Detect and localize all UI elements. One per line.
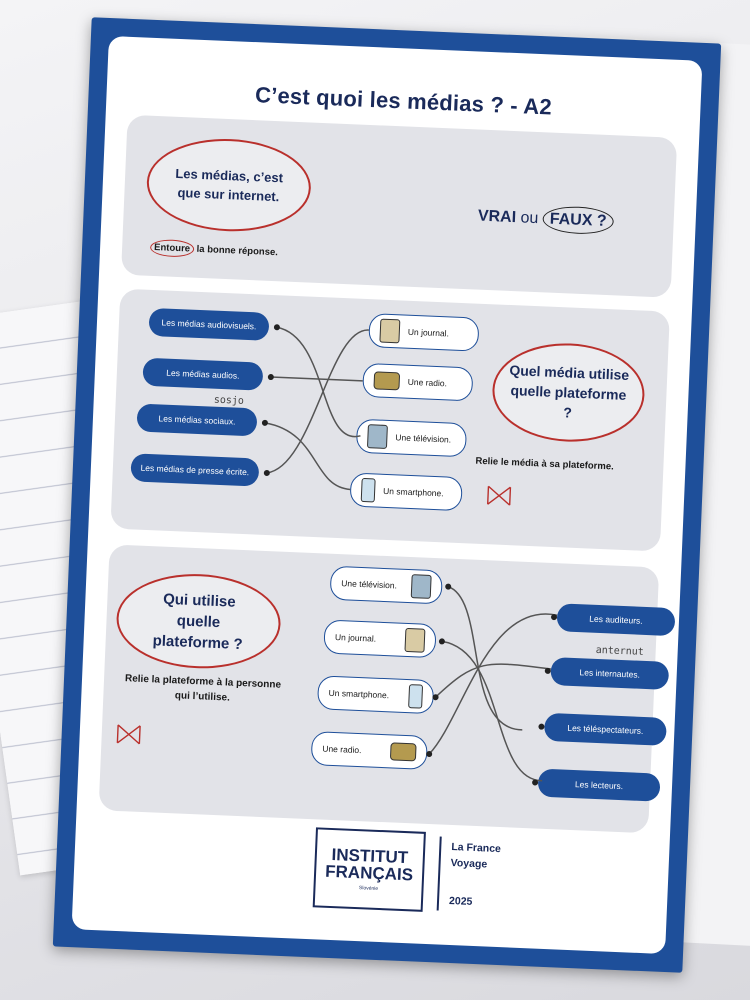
logo-line3: Slovénie (358, 885, 379, 892)
media-item[interactable]: Les médias sociaux. (136, 403, 258, 437)
footer-divider (436, 836, 442, 911)
footer-year: 2025 (448, 894, 473, 908)
platform-item[interactable]: Un smartphone. (316, 675, 435, 715)
true-false-panel: Les médias, c’est que sur internet. VRAI… (120, 114, 678, 298)
statement-text: Les médias, c’est que sur internet. (175, 165, 284, 205)
faux-question-mark: ? (596, 212, 608, 230)
ou-text: ou (520, 209, 539, 228)
true-false-choice: VRAI ou FAUX ? (477, 205, 615, 236)
platform-label: Un journal. (407, 326, 450, 339)
connector-dot (273, 324, 281, 331)
connector-dot (261, 419, 269, 426)
question-text: Qui utilise quelle plateforme ? (152, 590, 243, 653)
platform-item[interactable]: Une télévision. (355, 418, 468, 458)
footer-line1: La France (451, 841, 502, 856)
faux-option-circled[interactable]: FAUX ? (542, 205, 615, 236)
handwritten-note: sosjo (213, 394, 245, 407)
media-item[interactable]: Les médias audios. (142, 357, 264, 391)
platform-label: Un smartphone. (328, 687, 390, 701)
platform-label: Une télévision. (341, 578, 398, 591)
section3-instruction: Relie la plateforme à la personne qui l’… (124, 673, 282, 704)
connector-dot (445, 583, 452, 590)
platform-label: Un journal. (334, 631, 377, 644)
worksheet-card: C’est quoi les médias ? - A2 Les médias,… (52, 17, 722, 973)
platform-item[interactable]: Une télévision. (329, 565, 443, 605)
platform-item[interactable]: Un smartphone. (349, 472, 463, 512)
connector-dot (432, 694, 439, 701)
television-icon (410, 574, 432, 599)
statement-oval: Les médias, c’est que sur internet. (144, 135, 313, 235)
institut-francais-logo: INSTITUT FRANÇAIS Slovénie (312, 827, 426, 912)
person-item[interactable]: Les téléspectateurs. (543, 712, 667, 746)
platform-item[interactable]: Un journal. (323, 619, 437, 659)
connector-dot (263, 469, 270, 477)
section2-instruction: Relie le média à sa plateforme. (475, 455, 614, 473)
platform-label: Un smartphone. (382, 485, 444, 499)
connector-dot (426, 750, 433, 758)
television-icon (366, 424, 388, 449)
entoure-circled: Entoure (149, 238, 195, 258)
platform-label: Une radio. (407, 376, 448, 389)
person-item[interactable]: Les lecteurs. (537, 768, 661, 802)
connector-dot (267, 373, 274, 381)
footer-line2: Voyage (450, 856, 488, 871)
faux-label: FAUX (549, 210, 593, 230)
question-text: Quel média utilise quelle plateforme ? (509, 362, 630, 421)
smartphone-icon (408, 684, 424, 709)
person-item[interactable]: Les auditeurs. (556, 603, 676, 637)
media-item[interactable]: Les médias audiovisuels. (148, 307, 270, 341)
question-oval: Quel média utilise quelle plateforme ? (490, 340, 647, 445)
media-platform-panel: Les médias audiovisuels. Les médias audi… (110, 288, 670, 552)
journal-icon (379, 318, 401, 344)
platform-label: Une télévision. (395, 432, 452, 445)
platform-people-panel: Qui utilise quelle plateforme ? Relie la… (98, 544, 676, 834)
instruction-rest: la bonne réponse. (193, 243, 279, 259)
media-item[interactable]: Les médias de presse écrite. (130, 453, 260, 487)
question-oval: Qui utilise quelle plateforme ? (114, 570, 283, 672)
person-item[interactable]: Les internautes. (550, 657, 670, 690)
platform-item[interactable]: Une radio. (362, 362, 474, 402)
connector-dot (438, 638, 446, 645)
platform-item[interactable]: Une radio. (310, 731, 428, 770)
worksheet-inner: C’est quoi les médias ? - A2 Les médias,… (71, 35, 703, 955)
bow-doodle-icon (116, 724, 141, 745)
bow-doodle-icon (487, 485, 512, 506)
logo-line2: FRANÇAIS (324, 861, 414, 885)
radio-icon (389, 742, 417, 762)
platform-item[interactable]: Un journal. (368, 313, 480, 352)
section1-instruction: Entoure la bonne réponse. (149, 238, 279, 259)
handwritten-note: anternut (595, 644, 645, 658)
platform-label: Une radio. (322, 743, 362, 756)
radio-icon (373, 371, 401, 391)
vrai-option[interactable]: VRAI (477, 207, 517, 227)
smartphone-icon (360, 477, 376, 503)
journal-icon (404, 627, 426, 653)
